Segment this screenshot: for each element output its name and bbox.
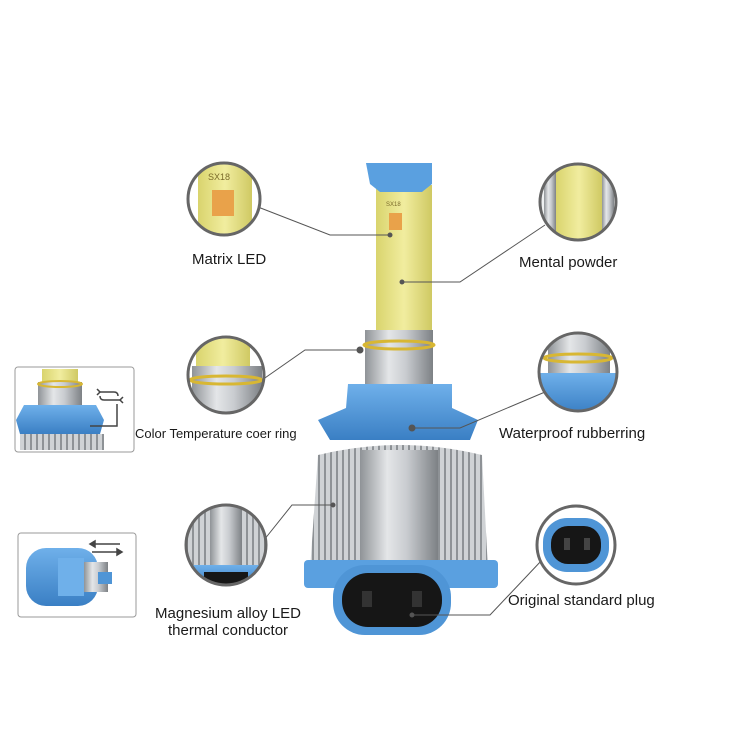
collar-ring-1 bbox=[362, 339, 436, 351]
leader-ring bbox=[261, 349, 360, 381]
led-board bbox=[376, 185, 432, 337]
leader-plug bbox=[412, 559, 543, 616]
led-chip-marking: SX18 bbox=[386, 202, 401, 208]
rotate-arrows-icon bbox=[90, 388, 124, 427]
bulb-collar bbox=[365, 330, 433, 385]
leader-powder bbox=[402, 224, 546, 283]
inset-adjust bbox=[17, 532, 137, 618]
bulb-flange bbox=[318, 384, 478, 440]
label-magnesium-line2: thermal conductor bbox=[167, 622, 289, 639]
leader-matrix bbox=[257, 206, 390, 236]
label-original-plug: Original standard plug bbox=[508, 592, 655, 609]
heatsink-center bbox=[360, 450, 438, 570]
leader-lines bbox=[257, 206, 546, 618]
detail-waterproof-ring bbox=[537, 331, 619, 413]
label-mental-powder: Mental powder bbox=[519, 254, 618, 271]
led-board-top-cap bbox=[366, 163, 432, 192]
led-chip bbox=[389, 213, 402, 230]
detail-matrix-led: SX18 bbox=[186, 161, 262, 237]
inset-rotate bbox=[14, 366, 135, 453]
direction-arrows-icon bbox=[88, 539, 124, 557]
label-waterproof-ring: Waterproof rubberring bbox=[499, 425, 646, 442]
detail-magnesium bbox=[184, 503, 268, 587]
label-matrix-led: Matrix LED bbox=[192, 251, 267, 268]
svg-text:SX18: SX18 bbox=[208, 172, 230, 182]
label-color-temperature-ring: Color Temperature coer ring bbox=[135, 426, 297, 441]
plug-socket bbox=[342, 573, 442, 627]
detail-color-ring bbox=[186, 335, 266, 415]
leader-mag bbox=[263, 504, 333, 541]
leader-water bbox=[412, 391, 546, 429]
detail-plug bbox=[535, 504, 617, 586]
label-magnesium: Magnesium alloy LED thermal conductor bbox=[150, 605, 306, 639]
main-bulb: SX18 bbox=[304, 163, 498, 635]
label-magnesium-line1: Magnesium alloy LED bbox=[155, 605, 301, 622]
detail-mental-powder bbox=[538, 162, 618, 242]
plug-pin-right bbox=[412, 591, 422, 607]
plug-pin-left bbox=[362, 591, 372, 607]
